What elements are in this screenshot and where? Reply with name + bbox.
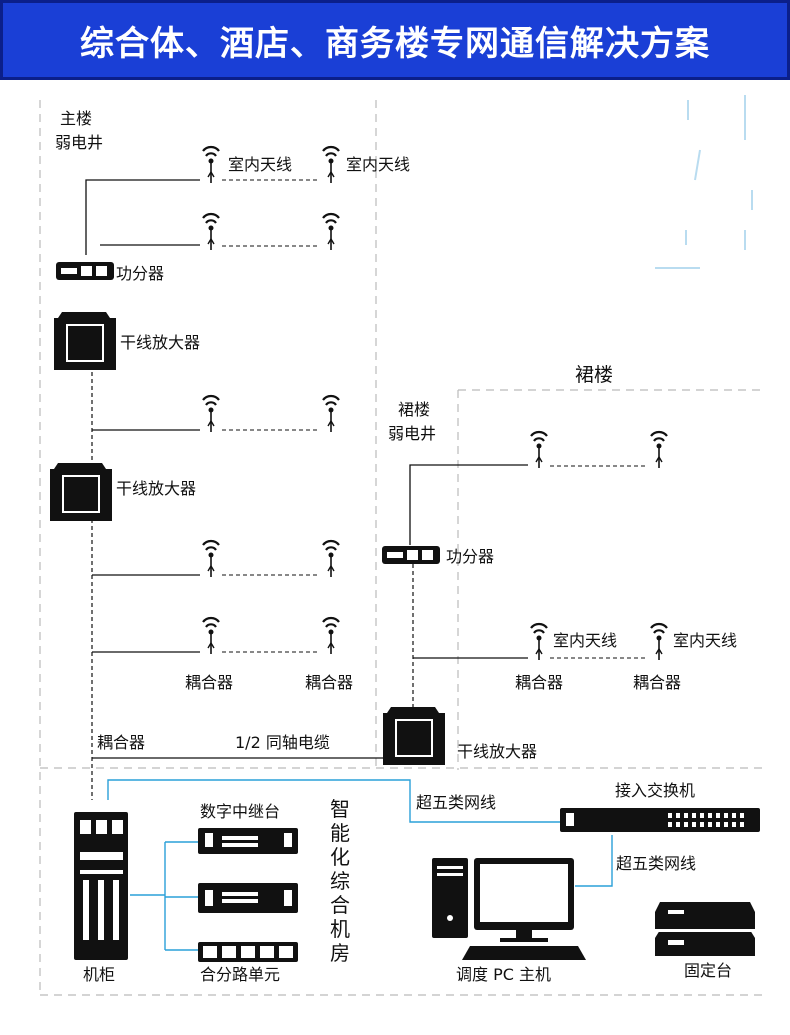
trunk-amplifier-2	[49, 462, 113, 522]
trunk-amplifier-podium-label: 干线放大器	[457, 742, 537, 761]
dispatch-pc-label: 调度 PC 主机	[456, 965, 551, 984]
antenna-icon	[201, 212, 221, 252]
main-shaft-label-1: 主楼	[60, 109, 92, 128]
vertical-char: 机	[330, 917, 350, 941]
coupler-label: 耦合器	[515, 673, 563, 692]
coax-cable-label: 1/2 同轴电缆	[235, 733, 330, 752]
antenna-icon	[529, 430, 549, 470]
power-splitter-podium	[382, 546, 440, 564]
region-borders	[39, 100, 765, 996]
antenna-icon	[649, 622, 669, 662]
vertical-char: 智	[330, 797, 350, 821]
antenna-label: 室内天线	[553, 631, 617, 650]
digital-repeater-icon	[198, 828, 298, 854]
coupler-label: 耦合器	[305, 673, 353, 692]
antenna-label: 室内天线	[346, 155, 410, 174]
power-splitter-main	[56, 262, 114, 280]
fixed-station-icon	[655, 902, 755, 956]
vertical-char: 化	[330, 845, 350, 869]
antenna-icon	[201, 394, 221, 434]
vertical-char: 能	[330, 821, 350, 845]
antenna-icon	[201, 145, 221, 185]
vertical-char: 合	[330, 893, 350, 917]
trunk-amplifier-podium	[382, 706, 446, 766]
coupler-label: 耦合器	[185, 673, 233, 692]
watermark-marks	[655, 95, 753, 269]
access-switch-label: 接入交换机	[615, 781, 695, 800]
cabinet-icon	[74, 812, 128, 960]
vertical-char: 综	[330, 869, 350, 893]
trunk-amplifier-2-label: 干线放大器	[116, 479, 196, 498]
cabinet-label: 机柜	[83, 965, 115, 984]
podium-shaft-label-2: 弱电井	[388, 424, 436, 443]
antenna-icon	[321, 539, 341, 579]
podium-shaft-label-1: 裙楼	[398, 400, 430, 419]
power-splitter-main-label: 功分器	[116, 264, 164, 283]
coupler-label: 耦合器	[633, 673, 681, 692]
title-banner: 综合体、酒店、商务楼专网通信解决方案	[0, 0, 790, 80]
fixed-station-label: 固定台	[684, 961, 732, 980]
podium-title: 裙楼	[575, 364, 613, 386]
cat5e-label-2: 超五类网线	[616, 854, 696, 873]
trunk-amplifier-1	[53, 311, 117, 371]
access-switch-icon	[560, 808, 760, 832]
antenna-icon	[529, 622, 549, 662]
antenna-label: 室内天线	[673, 631, 737, 650]
digital-repeater-label: 数字中继台	[200, 802, 280, 821]
dispatch-pc-icon	[432, 858, 586, 960]
antenna-label: 室内天线	[228, 155, 292, 174]
coupler-main-label: 耦合器	[97, 733, 145, 752]
antenna-icon	[649, 430, 669, 470]
trunk-amplifier-1-label: 干线放大器	[120, 333, 200, 352]
antenna-icon	[201, 539, 221, 579]
network-lines	[107, 779, 613, 951]
repeater-unit-icon	[198, 883, 298, 913]
antenna-icon	[321, 212, 341, 252]
main-shaft-label-2: 弱电井	[55, 133, 103, 152]
network-diagram: 主楼 弱电井 功分器 室内天线 室内天线 干线放大器 干线放大器 耦合器 耦合器…	[39, 95, 765, 996]
antenna-icon	[201, 616, 221, 656]
combiner-unit-label: 合分路单元	[200, 965, 280, 984]
antenna-icon	[321, 145, 341, 185]
vertical-char: 房	[330, 941, 350, 965]
antenna-icon	[321, 394, 341, 434]
page-title: 综合体、酒店、商务楼专网通信解决方案	[80, 23, 710, 64]
power-splitter-podium-label: 功分器	[446, 547, 494, 566]
combiner-unit-icon	[198, 942, 298, 962]
cat5e-label-1: 超五类网线	[416, 793, 496, 812]
smart-room-vertical-label: 智 能 化 综 合 机 房	[330, 797, 350, 965]
antenna-icon	[321, 616, 341, 656]
